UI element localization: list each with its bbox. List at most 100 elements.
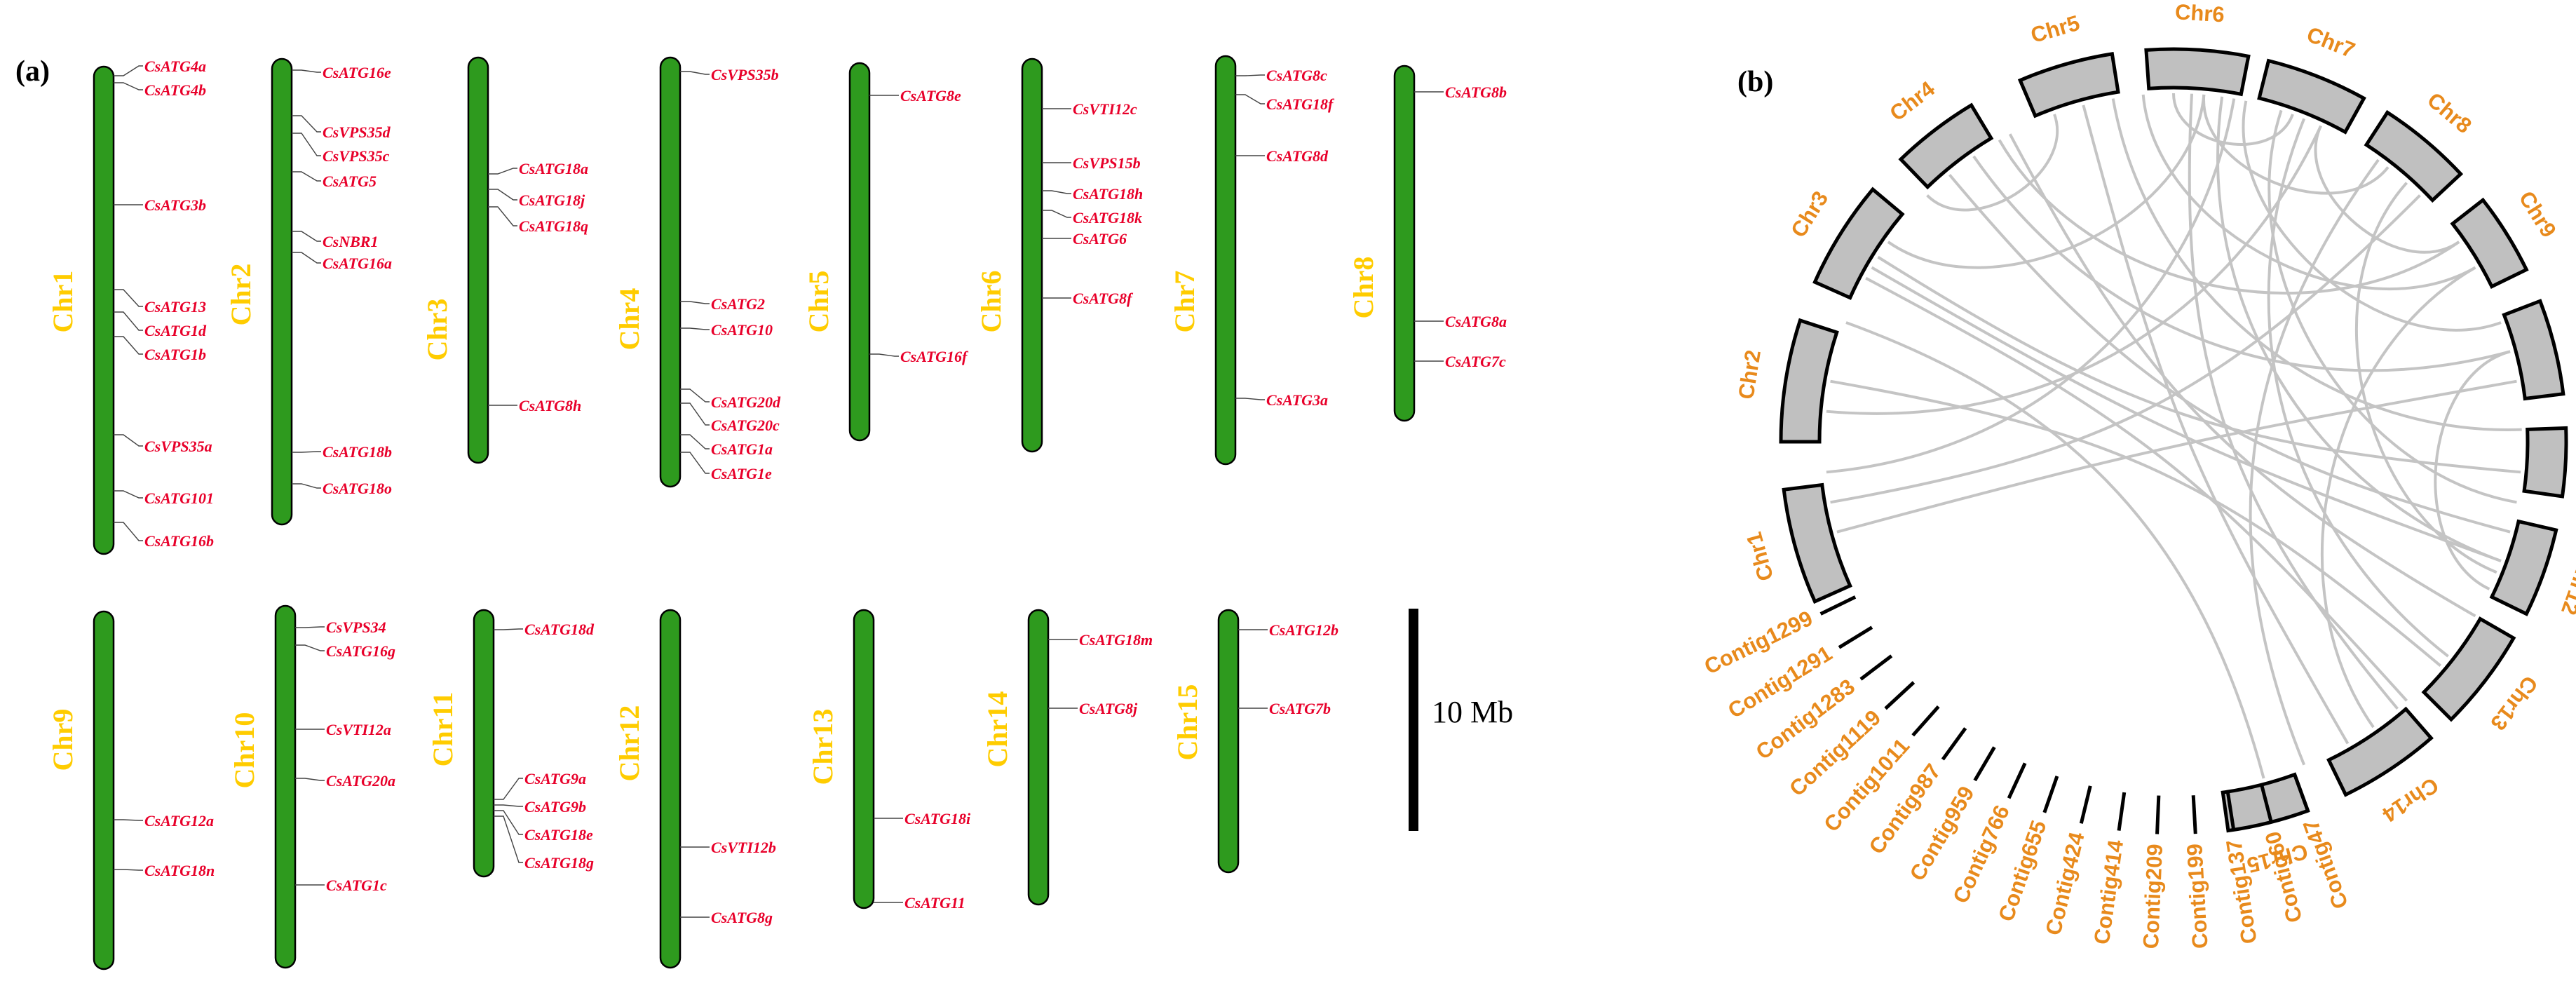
contig-tick xyxy=(2079,785,2092,824)
gene-leader xyxy=(114,434,143,447)
gene-label: CsATG12a xyxy=(144,812,214,830)
circos-chromosome-label: Chr13 xyxy=(2486,671,2542,735)
gene-label: CsVPS35c xyxy=(323,147,390,165)
gene-label: CsATG18k xyxy=(1073,209,1142,226)
circos-chromosome-label: Chr7 xyxy=(2303,22,2359,62)
gene-leader xyxy=(114,311,143,331)
gene-leader xyxy=(494,804,523,807)
gene-leader xyxy=(114,65,143,76)
synteny-link xyxy=(2172,93,2294,146)
circos-segment xyxy=(2489,519,2558,616)
gene-leader xyxy=(680,388,710,402)
chromosome-bar xyxy=(659,609,682,969)
contig-tick xyxy=(1941,727,1967,761)
contig-tick xyxy=(2007,762,2027,799)
gene-label: CsVPS35b xyxy=(711,66,779,83)
gene-leader xyxy=(114,82,143,90)
circos-segment xyxy=(1812,187,1905,300)
gene-leader xyxy=(292,69,321,73)
gene-label: CsATG1c xyxy=(326,877,387,894)
contig-tick xyxy=(1911,705,1940,737)
synteny-link xyxy=(1830,194,2421,504)
gene-label: CsATG18o xyxy=(323,480,392,497)
chromosome-bar xyxy=(93,610,115,970)
gene-label: CsATG7c xyxy=(1445,353,1506,370)
chromosome-label: Chr12 xyxy=(614,705,645,782)
gene-leader xyxy=(680,71,710,75)
contig-tick xyxy=(1859,654,1893,681)
contig-tick xyxy=(2225,791,2236,830)
gene-label: CsATG8c xyxy=(1266,67,1327,84)
gene-label: CsATG20a xyxy=(326,772,395,790)
synteny-link xyxy=(2321,266,2476,729)
contig-label: Contig424 xyxy=(2041,830,2089,938)
circos-chromosome-chr8: Chr8 xyxy=(2364,88,2476,203)
circos-chromosome-label: Chr4 xyxy=(1885,76,1940,126)
gene-leader xyxy=(1235,74,1265,76)
circos-chromosome-label: Chr9 xyxy=(2514,187,2561,241)
gene-label: CsATG9a xyxy=(524,770,586,787)
gene-label: CsATG8j xyxy=(1079,700,1138,717)
panel-a-label: (a) xyxy=(15,55,50,88)
circos-segment xyxy=(1782,482,1852,604)
gene-leader xyxy=(292,115,321,133)
gene-leader xyxy=(295,644,325,651)
synteny-link xyxy=(2434,350,2511,590)
contig-tick xyxy=(1819,595,1857,616)
gene-label: CsATG18i xyxy=(904,810,971,827)
gene-label: CsATG6 xyxy=(1073,230,1127,248)
chromosome-label: Chr1 xyxy=(47,271,79,333)
circos-chromosome-chr3: Chr3 xyxy=(1786,187,1905,300)
contig-tick xyxy=(2191,795,2197,834)
contig-tick xyxy=(2293,773,2310,812)
gene-label: CsATG1b xyxy=(144,346,206,363)
synteny-link xyxy=(1845,321,2265,779)
gene-leader xyxy=(494,628,523,630)
gene-leader xyxy=(114,869,143,871)
circos-segment xyxy=(2257,58,2366,135)
circos-segment xyxy=(1779,318,1839,444)
gene-label: CsVPS35a xyxy=(144,438,212,455)
gene-leader xyxy=(292,231,321,242)
chromosome-bar xyxy=(93,65,115,555)
circos-segment xyxy=(2450,197,2529,289)
contig-label: Contig209 xyxy=(2138,844,2167,949)
gene-leader xyxy=(114,490,143,499)
synteny-link xyxy=(1926,114,2059,212)
circos-chromosome-label: Chr10 xyxy=(2571,305,2576,371)
gene-leader xyxy=(488,189,517,201)
gene-leader xyxy=(114,522,143,541)
synteny-link xyxy=(2202,94,2389,195)
gene-label: CsATG4b xyxy=(144,81,206,99)
gene-leader xyxy=(292,252,321,264)
gene-leader xyxy=(295,626,325,628)
gene-label: CsATG1a xyxy=(711,440,773,458)
gene-label: CsATG5 xyxy=(323,172,377,190)
circos-chromosome-chr14: Chr14 xyxy=(2326,706,2443,827)
chromosome-chr1: Chr1CsATG4aCsATG4bCsATG3bCsATG13CsATG1dC… xyxy=(47,57,214,555)
gene-leader xyxy=(1235,94,1265,104)
chromosome-label: Chr15 xyxy=(1172,684,1203,761)
gene-label: CsATG2 xyxy=(711,295,765,313)
chromosome-label: Chr13 xyxy=(807,709,839,785)
circos-chromosome-label: Chr3 xyxy=(1786,187,1833,241)
circos-chromosome-label: Chr5 xyxy=(2028,11,2082,48)
contig-tick xyxy=(1838,625,1873,649)
circos-segment xyxy=(2017,52,2120,119)
contig-label: Contig199 xyxy=(2182,843,2212,949)
gene-label: CsVPS34 xyxy=(326,618,386,636)
synteny-link xyxy=(1887,94,2206,269)
gene-label: CsATG8f xyxy=(1073,290,1134,307)
circos-chromosome-label: Chr8 xyxy=(2422,88,2476,138)
gene-label: CsATG13 xyxy=(144,298,206,316)
chromosome-label: Chr2 xyxy=(225,264,257,326)
chromosome-label: Chr14 xyxy=(982,691,1013,768)
circos-segment xyxy=(2364,109,2464,203)
synteny-link xyxy=(2267,109,2517,504)
gene-leader xyxy=(680,301,710,304)
gene-label: CsVPS15b xyxy=(1073,154,1141,172)
gene-label: CsVTI12c xyxy=(1073,100,1137,118)
